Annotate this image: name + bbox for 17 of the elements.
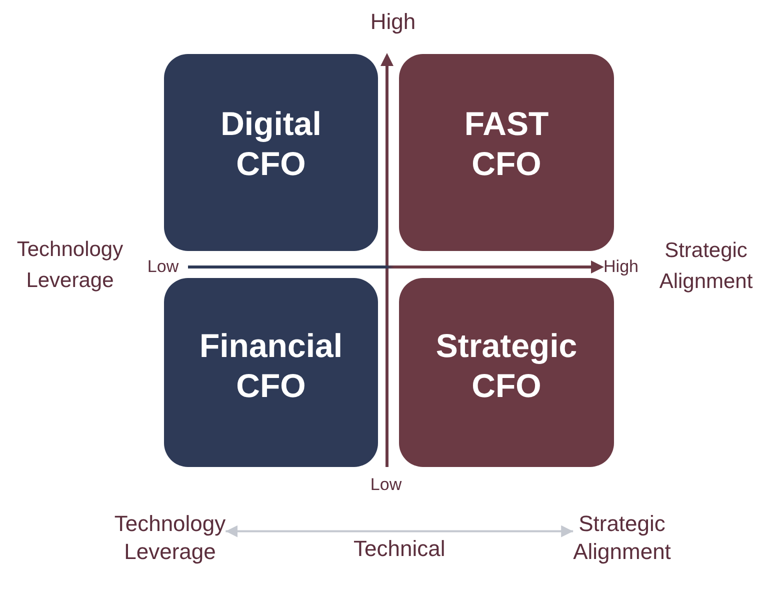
axis-end-label: Low [147, 257, 179, 277]
axis-end-label: High [370, 9, 416, 35]
scale-end-label: Technology Leverage [114, 510, 226, 566]
quadrant-box [164, 278, 378, 467]
quadrant-label: FAST CFO [464, 104, 549, 184]
quadrant-label: Financial CFO [199, 326, 343, 406]
connector-arrow [226, 525, 574, 538]
quadrant-label: Digital CFO [220, 104, 322, 184]
quadrant-box [399, 278, 614, 467]
scale-end-label: Strategic Alignment [573, 510, 671, 566]
axis-end-label: High [604, 257, 638, 277]
quadrant-box [399, 54, 614, 251]
quadrant-label: Strategic CFO [436, 326, 578, 406]
axis-end-label: Low [370, 475, 402, 495]
axis-title: Technology Leverage [16, 237, 124, 294]
quadrant-box [164, 54, 378, 251]
axis-title: Strategic Alignment [659, 238, 753, 295]
